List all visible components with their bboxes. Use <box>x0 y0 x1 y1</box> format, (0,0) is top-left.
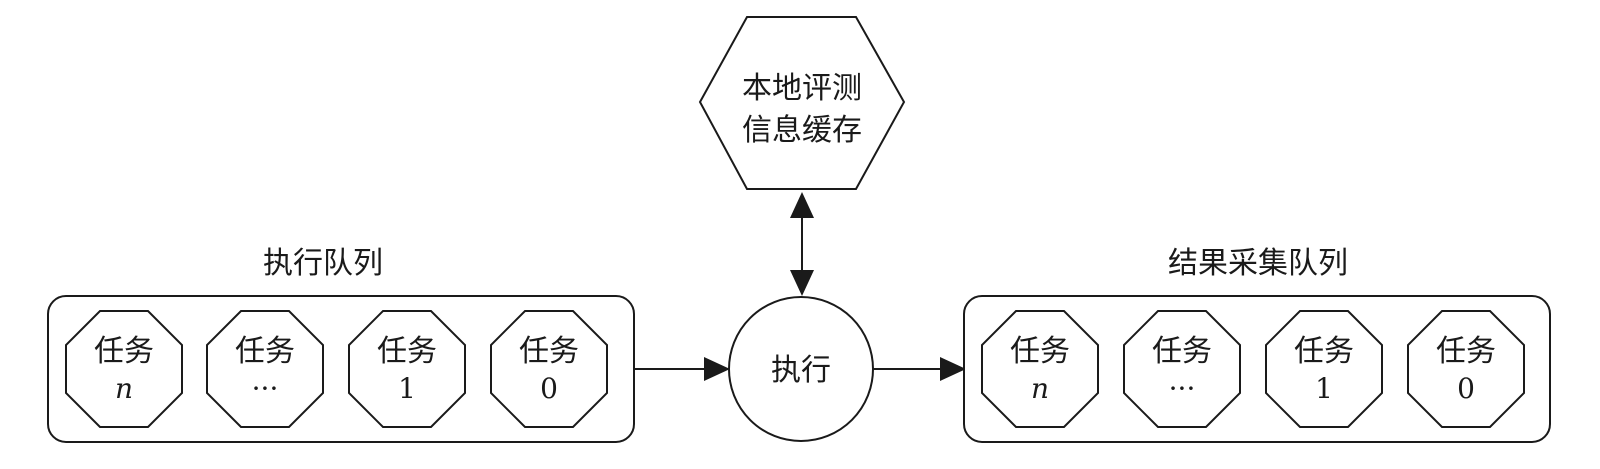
exec-task-label: 任务 <box>519 334 579 369</box>
result-task-1: 任务 1 <box>1265 310 1383 428</box>
result-task-octagon <box>981 310 1099 428</box>
exec-task-label: 任务 <box>94 334 154 369</box>
arrowhead-right <box>704 357 730 381</box>
execute-node: 执行 <box>728 296 874 442</box>
exec-task-1: 任务 1 <box>348 310 466 428</box>
result-task-octagon <box>1123 310 1241 428</box>
exec-task-label: 任务 <box>377 334 437 369</box>
result-task-octagon <box>1265 310 1383 428</box>
result-queue-container <box>963 295 1551 443</box>
result-task-0: 任务 0 <box>1407 310 1525 428</box>
result-task-index: 1 <box>1315 372 1333 405</box>
result-task-label: 任务 <box>1294 334 1354 369</box>
cache-label-line2: 信息缓存 <box>742 113 862 148</box>
exec-task-ellipsis: 任务 ··· <box>206 310 324 428</box>
exec-queue-title: 执行队列 <box>263 246 383 281</box>
result-task-label: 任务 <box>1436 334 1496 369</box>
exec-task-octagon <box>65 310 183 428</box>
result-task-index: 0 <box>1457 372 1475 405</box>
result-task-label: 任务 <box>1152 334 1212 369</box>
arrowhead-down <box>790 270 814 296</box>
result-task-octagon <box>1407 310 1525 428</box>
exec-task-octagon <box>490 310 608 428</box>
cache-label-line1: 本地评测 <box>742 71 862 106</box>
exec-task-0: 任务 0 <box>490 310 608 428</box>
exec-task-index: ··· <box>252 372 279 405</box>
exec-task-index: 1 <box>398 372 416 405</box>
result-task-ellipsis: 任务 ··· <box>1123 310 1241 428</box>
exec-task-octagon <box>206 310 324 428</box>
arrowhead-up <box>790 192 814 218</box>
execute-label: 执行 <box>771 353 831 388</box>
result-task-n: 任务 n <box>981 310 1099 428</box>
exec-task-n: 任务 n <box>65 310 183 428</box>
exec-queue-to-execute-arrow <box>634 357 730 381</box>
result-queue-title: 结果采集队列 <box>1168 246 1348 281</box>
arrowhead-right <box>940 357 966 381</box>
cache-node: 本地评测 信息缓存 <box>698 16 906 190</box>
result-task-index: n <box>1031 372 1049 405</box>
exec-task-index: 0 <box>540 372 558 405</box>
exec-task-index: n <box>115 372 133 405</box>
cache-execute-bidirectional-arrow <box>790 192 814 296</box>
exec-task-octagon <box>348 310 466 428</box>
cache-hexagon <box>698 16 906 190</box>
execute-to-result-queue-arrow <box>873 357 966 381</box>
result-task-index: ··· <box>1169 372 1196 405</box>
result-task-label: 任务 <box>1010 334 1070 369</box>
exec-task-label: 任务 <box>235 334 295 369</box>
